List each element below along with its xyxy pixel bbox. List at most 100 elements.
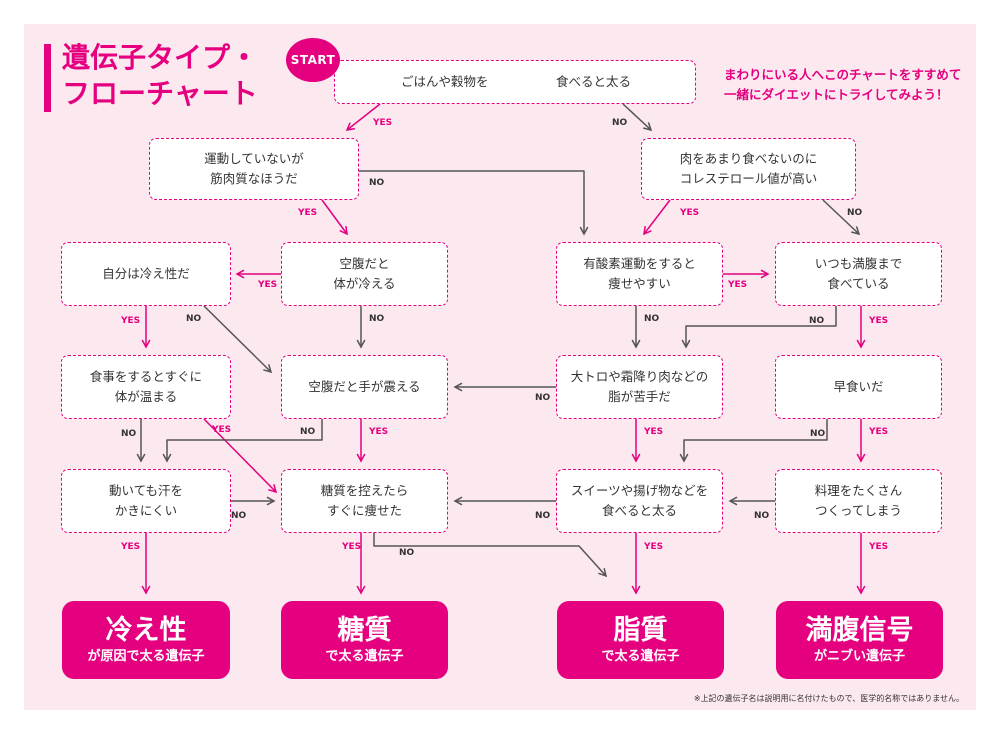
connector-q-fatty-meat-to-q-sweets-fried <box>631 419 641 463</box>
connector-q-muscle-to-q-aerobic <box>359 170 589 236</box>
connector-q-sensitive-cold-to-q-hand-tremble <box>203 305 273 374</box>
connector-q-hand-tremble-to-q-carb-restrict <box>356 419 366 463</box>
question-text-line: 自分は冷え性だ <box>102 266 190 281</box>
question-text-line: スイーツや揚げ物などを <box>570 483 709 498</box>
arrow-head <box>162 453 172 463</box>
connector-q-no-sweat-to-q-carb-restrict <box>231 496 276 506</box>
arrow-head <box>681 339 691 349</box>
page-title-line-1: 遺伝子タイプ・ <box>62 41 259 74</box>
connector-q-muscle-to-q-hungry-cold <box>321 199 348 236</box>
arrow-head <box>856 585 866 595</box>
answer-label-no: NO <box>300 427 316 437</box>
result-subtitle: で太る遺伝子 <box>601 649 680 664</box>
connector-q-cook-lots-to-r-satiety <box>856 533 866 595</box>
answer-label-no: NO <box>369 178 385 188</box>
question-box-q-sweets-fried: スイーツや揚げ物などを食べると太る <box>556 469 723 533</box>
arrow-head <box>631 339 641 349</box>
connector-q-sweets-fried-to-r-fat <box>631 533 641 595</box>
connector-q-warm-after-meal-to-q-carb-restrict <box>203 418 278 494</box>
question-box-q-sensitive-cold: 自分は冷え性だ <box>61 242 231 306</box>
question-text-part: ごはんや穀物を <box>401 74 489 89</box>
result-box-r-cold: 冷え性が原因で太る遺伝子 <box>62 601 230 679</box>
connector-q-cholesterol-to-q-always-full <box>822 199 861 236</box>
connector-q-sensitive-cold-to-q-warm-after-meal <box>141 306 151 349</box>
question-text-line: いつも満腹まで <box>814 256 903 271</box>
result-subtitle: が原因で太る遺伝子 <box>87 649 205 664</box>
question-text-line: 肉をあまり食べないのに <box>679 151 818 166</box>
arrow-head <box>345 122 356 131</box>
flowchart-panel: 遺伝子タイプ・ フローチャート まわりにいる人へこのチャートをすすめて 一緒にダ… <box>24 24 976 710</box>
arrow-head <box>453 382 463 392</box>
arrow-head <box>631 453 641 463</box>
arrow-head <box>356 453 366 463</box>
connector-q-hand-tremble-to-q-no-sweat <box>162 419 323 463</box>
answer-label-no: NO <box>121 429 137 439</box>
connector-q-cholesterol-to-q-aerobic <box>643 199 671 236</box>
question-text-line: 体が温まる <box>114 389 178 404</box>
connector-q-start-to-q-muscle <box>345 103 381 131</box>
answer-label-no: NO <box>369 314 385 324</box>
connector-q-start-to-q-cholesterol <box>622 103 653 132</box>
arrow-head <box>643 225 652 236</box>
connector-q-always-full-to-q-fatty-meat <box>681 306 837 349</box>
connector-q-hungry-cold-to-q-sensitive-cold <box>235 269 281 279</box>
question-text-line: かきにくい <box>114 503 178 518</box>
connector-q-fatty-meat-to-q-hand-tremble <box>453 382 556 392</box>
question-box-q-eat-fast: 早食いだ <box>775 355 942 419</box>
arrow-head <box>679 453 689 463</box>
answer-label-yes: YES <box>373 118 393 128</box>
result-title: 満腹信号 <box>805 615 914 646</box>
connector-line <box>166 419 323 461</box>
answer-label-no: NO <box>644 314 660 324</box>
instruction-line-2: 一緒にダイエットにトライしてみよう！ <box>724 87 949 102</box>
connector-q-eat-fast-to-q-sweets-fried <box>679 419 828 463</box>
arrow-head <box>851 226 861 236</box>
arrow-head <box>453 496 463 506</box>
question-box-q-cholesterol: 肉をあまり食べないのにコレステロール値が高い <box>641 138 856 200</box>
footnote: ※上記の遺伝子名は説明用に名付けたもので、医学的名称ではありません。 <box>693 694 964 703</box>
connector-line <box>643 199 671 235</box>
arrow-head <box>268 484 278 494</box>
arrow-head <box>579 226 589 236</box>
connector-line <box>685 306 837 347</box>
answer-label-yes: YES <box>728 280 748 290</box>
result-title: 脂質 <box>613 615 668 646</box>
answer-label-yes: YES <box>121 542 141 552</box>
question-text-line: 痩せやすい <box>608 276 671 291</box>
arrow-head <box>856 453 866 463</box>
question-text-line: 食べると太る <box>601 503 677 518</box>
question-text-line: つくってしまう <box>815 503 902 518</box>
question-text-line: 脂が苦手だ <box>608 389 671 404</box>
connector-lines <box>136 103 866 595</box>
title-accent-bar <box>44 44 51 112</box>
arrow-head <box>631 585 641 595</box>
question-box-q-start: ごはんや穀物を食べると太る <box>334 60 696 104</box>
arrow-head <box>356 585 366 595</box>
answer-label-no: NO <box>535 511 551 521</box>
answer-label-yes: YES <box>680 208 700 218</box>
start-badge: START <box>286 38 340 82</box>
arrow-head <box>141 339 151 349</box>
connector-q-aerobic-to-q-fatty-meat <box>631 306 641 349</box>
answer-label-no: NO <box>810 429 826 439</box>
result-title: 糖質 <box>337 615 392 646</box>
question-text-line: 運動していないが <box>204 151 304 166</box>
question-text-line: 有酸素運動をすると <box>583 256 696 271</box>
connector-q-warm-after-meal-to-q-no-sweat <box>136 419 146 463</box>
arrow-head <box>643 122 653 132</box>
connector-q-cook-lots-to-q-sweets-fried <box>728 496 775 506</box>
connector-q-carb-restrict-to-r-carb <box>356 533 366 595</box>
question-text-line: 早食いだ <box>833 379 884 394</box>
question-text-line: 料理をたくさん <box>814 483 903 498</box>
connector-q-no-sweat-to-r-cold <box>141 533 151 595</box>
connector-line <box>822 199 860 235</box>
question-box-q-muscle: 運動していないが筋肉質なほうだ <box>149 138 359 200</box>
question-text-line: 空腹だと手が震える <box>308 379 421 394</box>
question-box-q-cook-lots: 料理をたくさんつくってしまう <box>775 469 942 533</box>
question-text-line: 動いても汗を <box>108 483 183 498</box>
question-box-q-hungry-cold: 空腹だと体が冷える <box>281 242 448 306</box>
arrow-head <box>728 496 738 506</box>
arrow-head <box>136 453 146 463</box>
question-text-line: 空腹だと <box>339 256 390 271</box>
question-box-q-aerobic: 有酸素運動をすると痩せやすい <box>556 242 723 306</box>
